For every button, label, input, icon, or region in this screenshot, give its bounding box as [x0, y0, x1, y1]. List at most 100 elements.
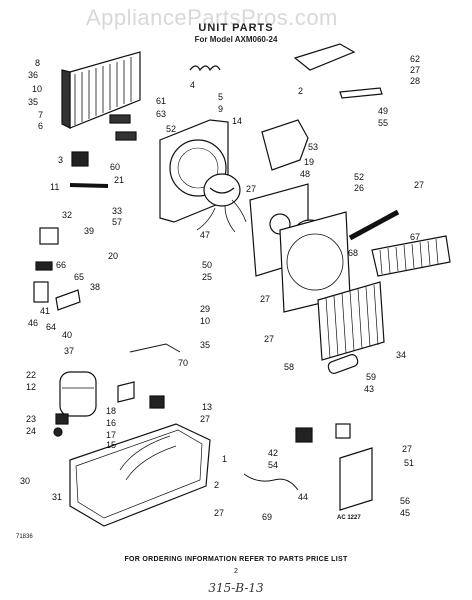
callout-label: 27 — [246, 184, 256, 194]
heater-bar-part — [348, 209, 400, 241]
callout-label: 42 — [268, 448, 278, 458]
callout-label: 2 — [214, 480, 219, 490]
callout-label: 24 — [26, 426, 36, 436]
spring-part — [189, 65, 221, 72]
callout-label: 44 — [298, 492, 308, 502]
callout-label: 27 — [264, 334, 274, 344]
foam-block-part — [115, 131, 137, 141]
callout-label: 27 — [260, 294, 270, 304]
callout-label: 35 — [200, 340, 210, 350]
base-pan-part — [69, 423, 211, 527]
callout-label: 54 — [268, 460, 278, 470]
callout-label: 20 — [108, 251, 118, 261]
callout-label: 36 — [28, 70, 38, 80]
ordering-footer: FOR ORDERING INFORMATION REFER TO PARTS … — [124, 556, 348, 563]
trim-strip-part — [339, 87, 383, 99]
callout-label: 10 — [200, 316, 210, 326]
callout-label: 4 — [190, 80, 195, 90]
callout-label: 68 — [348, 248, 358, 258]
watermark: AppliancePartsPros.com — [86, 5, 338, 30]
callout-label: 27 — [214, 508, 224, 518]
callout-label: 30 — [20, 476, 30, 486]
callout-label: 41 — [40, 306, 50, 316]
callout-label: 43 — [364, 384, 374, 394]
top-cover-part — [293, 43, 356, 71]
callout-label: 45 — [400, 508, 410, 518]
callout-label: 60 — [110, 162, 120, 172]
diagram-code: AC 1227 — [337, 515, 361, 521]
capacitor-part — [71, 151, 89, 167]
callout-label: 63 — [156, 109, 166, 119]
evaporator-coil-part — [317, 281, 385, 361]
callout-label: 70 — [178, 358, 188, 368]
motor-bracket-part — [261, 119, 309, 171]
callout-label: 33 — [112, 206, 122, 216]
thermostat-part — [35, 261, 53, 271]
callout-label: 7 — [38, 110, 43, 120]
model-subtitle: For Model AXM060-24 — [194, 35, 278, 44]
callout-label: 48 — [300, 169, 310, 179]
callout-label: 61 — [156, 96, 166, 106]
page-number: 2 — [234, 568, 238, 575]
callout-label: 13 — [202, 402, 212, 412]
callout-label: 27 — [414, 180, 424, 190]
callout-label: 25 — [202, 272, 212, 282]
callout-label: 21 — [114, 175, 124, 185]
rod-part — [69, 183, 109, 188]
control-panel-part — [339, 447, 373, 511]
left-margin-code: 71836 — [16, 534, 33, 540]
callout-label: 17 — [106, 430, 116, 440]
callout-label: 66 — [56, 260, 66, 270]
callout-label: 27 — [200, 414, 210, 424]
callout-label: 51 — [404, 458, 414, 468]
callout-label: 59 — [366, 372, 376, 382]
callout-label: 14 — [232, 116, 242, 126]
callout-label: 50 — [202, 260, 212, 270]
callout-label: 29 — [200, 304, 210, 314]
callout-label: 46 — [28, 318, 38, 328]
callout-label: 6 — [38, 121, 43, 131]
callout-label: 27 — [402, 444, 412, 454]
callout-label: 32 — [62, 210, 72, 220]
callout-label: 1 — [222, 454, 227, 464]
control-part — [39, 227, 59, 245]
cylinder-part — [33, 281, 49, 303]
callout-label: 52 — [354, 172, 364, 182]
callout-label: 22 — [26, 370, 36, 380]
fan-motor-part — [196, 173, 247, 233]
callout-label: 18 — [106, 406, 116, 416]
condenser-coil-part — [61, 51, 141, 129]
callout-label: 38 — [90, 282, 100, 292]
callout-label: 8 — [35, 58, 40, 68]
callout-label: 15 — [106, 440, 116, 450]
callout-label: 56 — [400, 496, 410, 506]
callout-label: 12 — [26, 382, 36, 392]
callout-label: 5 — [218, 92, 223, 102]
callout-label: 3 — [58, 155, 63, 165]
callout-label: 49 — [378, 106, 388, 116]
callout-label: 69 — [262, 512, 272, 522]
callout-label: 62 — [410, 54, 420, 64]
callout-label: 9 — [218, 104, 223, 114]
callout-label: 37 — [64, 346, 74, 356]
callout-label: 2 — [298, 86, 303, 96]
callout-label: 28 — [410, 76, 420, 86]
callout-label: 39 — [84, 226, 94, 236]
callout-label: 53 — [308, 142, 318, 152]
callout-label: 35 — [28, 97, 38, 107]
compressor-part — [59, 371, 97, 417]
callout-label: 55 — [378, 118, 388, 128]
callout-label: 19 — [304, 157, 314, 167]
callout-label: 11 — [50, 182, 59, 192]
callout-label: 67 — [410, 232, 420, 242]
callout-label: 65 — [74, 272, 84, 282]
callout-label: 23 — [26, 414, 36, 424]
switch-part — [55, 289, 81, 311]
foam-block-part — [109, 114, 131, 124]
callout-label: 47 — [200, 230, 210, 240]
callout-label: 10 — [32, 84, 42, 94]
diagram-title: UNIT PARTS — [198, 22, 274, 34]
callout-label: 58 — [284, 362, 294, 372]
heater-grill-part — [371, 235, 451, 277]
